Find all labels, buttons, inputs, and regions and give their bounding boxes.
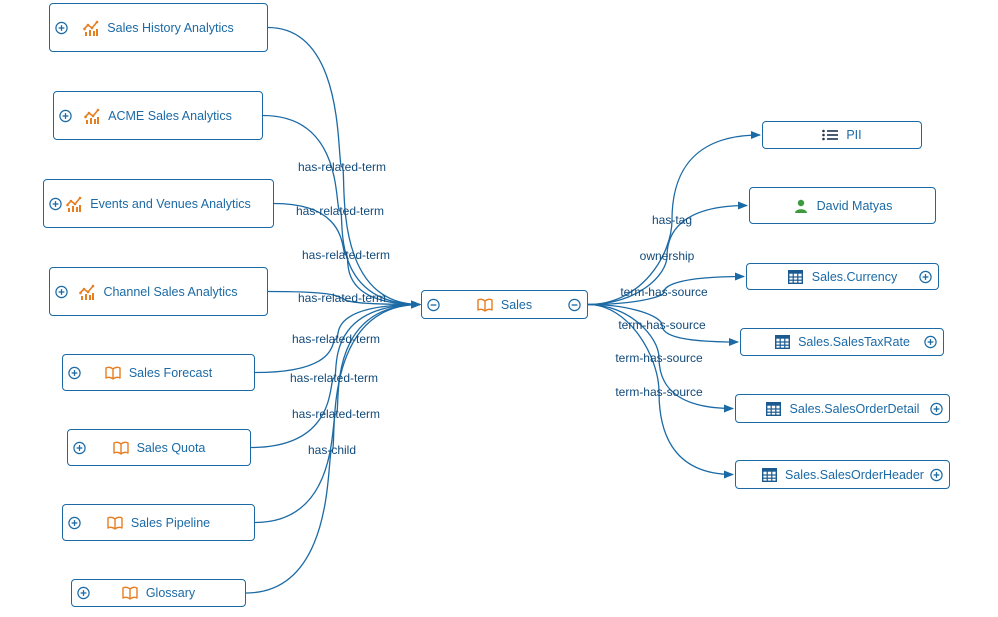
edge-events-and-venues-analytics-to-sales (273, 202, 421, 309)
edge-sales-to-pii (587, 131, 761, 306)
node-label: Sales (500, 297, 533, 312)
book-icon (122, 585, 138, 601)
expand-icon[interactable] (55, 21, 68, 34)
node-sales-salesorderheader[interactable]: Sales.SalesOrderHeader (735, 460, 950, 489)
table-icon (788, 269, 804, 285)
edge-label: term-has-source (620, 285, 708, 299)
expand-icon[interactable] (930, 402, 943, 415)
expand-icon[interactable] (924, 335, 937, 349)
edge-sales-pipeline-to-sales (254, 300, 421, 524)
node-label: Glossary (145, 586, 196, 600)
edge-sales-quota-to-sales (250, 300, 421, 449)
edge-label: has-related-term (292, 407, 380, 421)
node-label: Sales Pipeline (130, 515, 211, 530)
edge-label: has-related-term (298, 160, 386, 174)
node-sales-history-analytics[interactable]: Sales History Analytics (49, 3, 268, 52)
book-icon (112, 440, 129, 456)
expand-icon[interactable] (49, 197, 62, 210)
edge-sales-to-sales-currency (587, 272, 745, 306)
edge-sales-to-david-matyas (587, 201, 748, 306)
node-label: ACME Sales Analytics (108, 108, 232, 123)
node-sales-salestaxrate[interactable]: Sales.SalesTaxRate (740, 328, 944, 356)
table-icon (774, 334, 790, 350)
edge-sales-history-analytics-to-sales (267, 26, 421, 309)
edge-label: has-tag (652, 213, 692, 227)
collapse-icon[interactable] (427, 298, 440, 311)
edge-acme-sales-analytics-to-sales (262, 114, 421, 309)
node-label: PII (846, 128, 862, 142)
node-channel-sales-analytics[interactable]: Channel Sales Analytics (49, 267, 268, 316)
edge-sales-to-sales-salestaxrate (587, 303, 739, 346)
node-sales-currency[interactable]: Sales.Currency (746, 263, 939, 290)
node-sales-forecast[interactable]: Sales Forecast (62, 354, 255, 391)
edge-sales-to-sales-salesorderheader (587, 303, 734, 479)
book-icon (107, 515, 123, 531)
edge-label: term-has-source (615, 385, 703, 399)
expand-icon[interactable] (68, 516, 81, 529)
node-acme-sales-analytics[interactable]: ACME Sales Analytics (53, 91, 263, 140)
node-label: David Matyas (816, 198, 893, 213)
edge-glossary-to-sales (245, 300, 421, 594)
expand-icon[interactable] (59, 109, 72, 122)
edge-label: term-has-source (618, 318, 706, 332)
book-icon (105, 365, 121, 381)
edge-label: term-has-source (615, 351, 703, 365)
edge-label: has-related-term (298, 291, 386, 305)
node-label: Sales.SalesOrderHeader (785, 467, 924, 482)
edge-label: has-related-term (302, 248, 390, 262)
edge-label: has-child (308, 443, 356, 457)
tag-list-icon (822, 127, 839, 143)
node-label: Sales Forecast (128, 365, 213, 380)
node-david-matyas[interactable]: David Matyas (749, 187, 936, 224)
edge-label: ownership (640, 249, 695, 263)
node-label: Sales.SalesTaxRate (798, 335, 910, 349)
node-label: Events and Venues Analytics (90, 196, 251, 211)
node-pii[interactable]: PII (762, 121, 922, 149)
node-events-and-venues-analytics[interactable]: Events and Venues Analytics (43, 179, 274, 228)
book-icon (477, 297, 493, 313)
expand-icon[interactable] (930, 468, 943, 481)
node-label: Sales History Analytics (107, 20, 234, 35)
edge-label: has-related-term (292, 332, 380, 346)
expand-icon[interactable] (77, 586, 90, 600)
dashboard-icon (83, 20, 99, 36)
node-sales-quota[interactable]: Sales Quota (67, 429, 251, 466)
node-label: Sales Quota (136, 440, 206, 455)
node-label: Sales.SalesOrderDetail (789, 401, 920, 416)
dashboard-icon (84, 108, 100, 124)
node-sales[interactable]: Sales (421, 290, 588, 319)
node-sales-salesorderdetail[interactable]: Sales.SalesOrderDetail (735, 394, 950, 423)
dashboard-icon (66, 196, 82, 212)
node-label: Channel Sales Analytics (103, 284, 238, 299)
user-icon (793, 198, 809, 214)
table-icon (761, 467, 777, 483)
edge-label: has-related-term (296, 204, 384, 218)
edge-channel-sales-analytics-to-sales (267, 290, 421, 309)
collapse-icon[interactable] (568, 298, 581, 311)
edge-label: has-related-term (290, 371, 378, 385)
node-glossary[interactable]: Glossary (71, 579, 246, 607)
expand-icon[interactable] (55, 285, 68, 298)
expand-icon[interactable] (68, 366, 81, 379)
node-label: Sales.Currency (811, 269, 898, 284)
expand-icon[interactable] (919, 270, 932, 283)
node-sales-pipeline[interactable]: Sales Pipeline (62, 504, 255, 541)
expand-icon[interactable] (73, 441, 86, 454)
edge-sales-to-sales-salesorderdetail (587, 303, 734, 413)
edge-sales-forecast-to-sales (254, 300, 421, 374)
dashboard-icon (79, 284, 95, 300)
table-icon (766, 401, 782, 417)
